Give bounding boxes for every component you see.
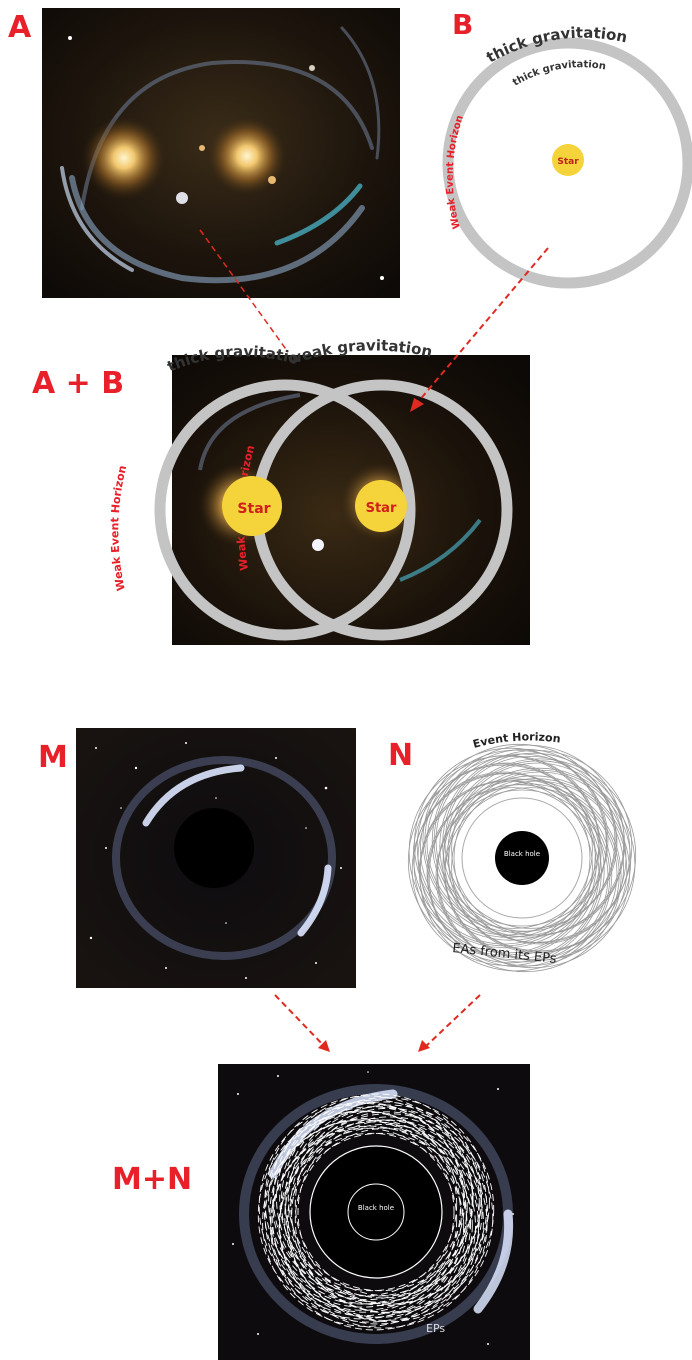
galaxy-glow-right <box>207 116 287 196</box>
dashed-arrow-a <box>199 229 289 353</box>
eps-text: EPs <box>426 1322 445 1335</box>
event-arc <box>280 1097 490 1307</box>
panel-a-plus-b: thick gravitation weak gravitation Weak … <box>100 320 530 645</box>
event-arc <box>279 1127 476 1325</box>
starfield <box>89 742 342 979</box>
event-arc <box>294 1111 480 1297</box>
event-arc <box>444 756 618 929</box>
event-arc <box>443 758 637 952</box>
star-icon <box>552 144 584 176</box>
event-arc <box>279 1132 465 1318</box>
event-arc <box>286 1123 484 1321</box>
dashed-arrow-m <box>274 994 327 1049</box>
dashed-arrow-n <box>423 994 481 1049</box>
event-arc <box>287 1106 473 1292</box>
event-arc <box>264 1095 474 1305</box>
event-arc <box>412 763 596 947</box>
galaxy-glow-left <box>82 116 166 200</box>
event-arc <box>420 780 593 954</box>
event-arc-rings <box>407 743 637 973</box>
panel-a-photo <box>42 8 400 298</box>
black-hole-icon <box>495 831 549 885</box>
event-arc <box>426 756 600 929</box>
label-n: N <box>388 738 414 773</box>
arrowhead-m <box>318 1040 330 1052</box>
label-m-plus-n: M+N <box>112 1162 193 1197</box>
event-arc <box>272 1111 458 1297</box>
black-hole-icon <box>347 1183 405 1241</box>
panel-n-diagram: Event Horizon Black hole EAs from its EP… <box>407 730 637 973</box>
panel-b-ring: thick gravitation thick gravitation Weak… <box>442 24 692 289</box>
black-hole-core <box>174 808 254 888</box>
panel-m-plus-n: Black hole EPs <box>218 1064 530 1360</box>
arrows-top <box>199 229 549 412</box>
event-arc <box>447 760 631 944</box>
event-arc <box>285 1104 495 1314</box>
left-gravitation-ring <box>154 379 416 641</box>
star-left-label: Star <box>237 501 270 517</box>
arrowhead-n <box>418 1040 430 1052</box>
star-left-icon <box>222 476 282 536</box>
event-arc <box>270 1121 479 1331</box>
star-label: Star <box>557 157 579 167</box>
arrowhead-b <box>410 398 424 412</box>
dashed-event-arcs <box>257 1093 495 1331</box>
black-hole-label: Black hole <box>358 1204 394 1212</box>
black-hole-label: Black hole <box>504 850 540 858</box>
arrows-bottom <box>274 994 481 1052</box>
event-arc <box>272 1127 458 1313</box>
event-arc <box>257 1110 467 1320</box>
star-right-label: Star <box>366 501 397 516</box>
event-arc <box>284 1113 494 1323</box>
panel-m-photo <box>76 728 356 988</box>
event-arc <box>284 1101 482 1299</box>
event-arc <box>291 1116 489 1314</box>
star-right-icon <box>355 480 407 532</box>
label-a: A <box>8 10 32 45</box>
event-arc <box>444 787 618 961</box>
event-arc <box>451 762 625 936</box>
label-a-plus-b: A + B <box>32 366 125 401</box>
label-b: B <box>452 8 474 41</box>
event-arc <box>273 1093 482 1303</box>
event-horizon-text: Event Horizon <box>471 730 561 750</box>
accretion-ring <box>112 756 336 960</box>
label-m: M <box>38 740 68 775</box>
event-arc <box>433 748 617 932</box>
event-arc <box>290 1107 488 1305</box>
dashed-arrow-b <box>417 247 549 403</box>
event-arc <box>258 1101 468 1311</box>
